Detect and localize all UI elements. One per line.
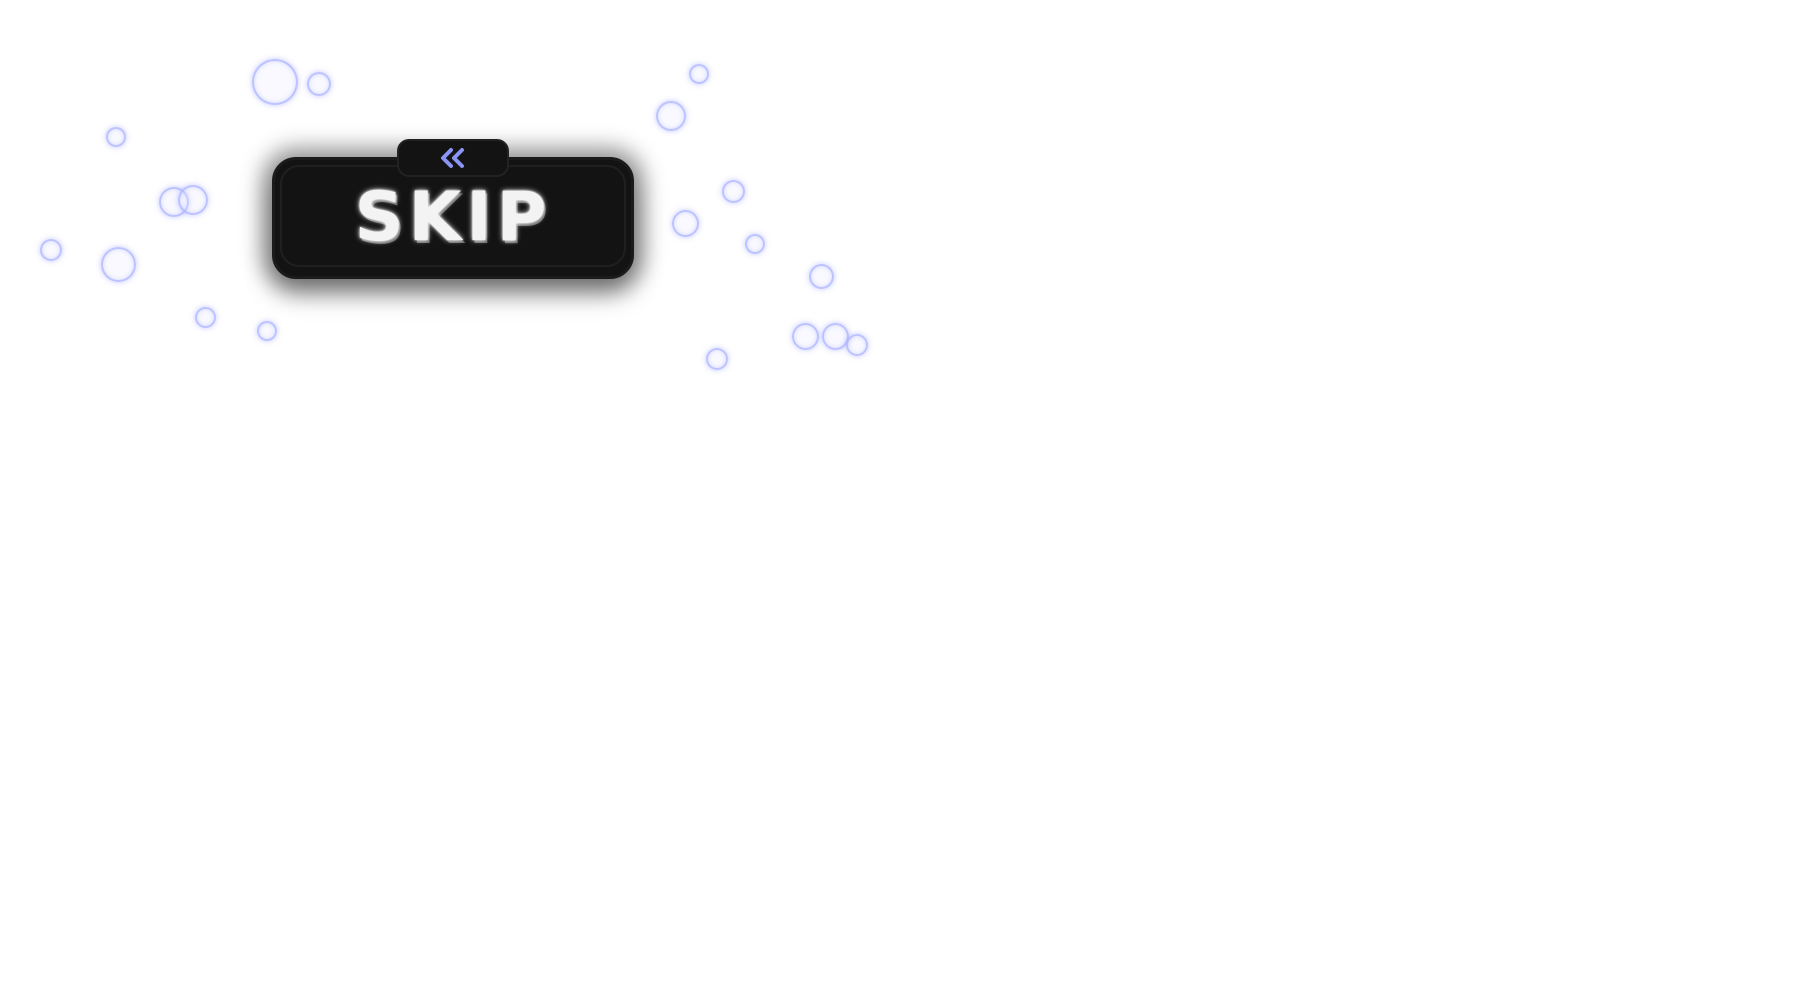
bubble-decoration xyxy=(106,127,126,147)
double-chevron-left-icon xyxy=(439,147,467,169)
bubble-decoration xyxy=(40,239,62,261)
bubble-decoration xyxy=(195,307,216,328)
bubble-decoration xyxy=(689,64,709,84)
skip-label: SKIP xyxy=(354,178,552,257)
bubble-decoration xyxy=(656,101,686,131)
bubble-decoration xyxy=(792,323,819,350)
bubble-decoration xyxy=(722,180,745,203)
bubble-decoration xyxy=(252,59,298,105)
bubble-decoration xyxy=(257,321,277,341)
bubble-decoration xyxy=(809,264,834,289)
bubble-decoration xyxy=(706,348,728,370)
bubble-decoration xyxy=(846,334,868,356)
skip-button[interactable]: SKIP xyxy=(272,157,634,279)
bubble-decoration xyxy=(822,323,849,350)
bubble-decoration xyxy=(745,234,765,254)
skip-tab[interactable] xyxy=(397,139,509,177)
bubble-decoration xyxy=(178,185,208,215)
bubble-decoration xyxy=(101,247,136,282)
skip-button-face: SKIP xyxy=(280,165,626,267)
bubble-decoration xyxy=(672,210,699,237)
bubble-decoration xyxy=(307,72,331,96)
